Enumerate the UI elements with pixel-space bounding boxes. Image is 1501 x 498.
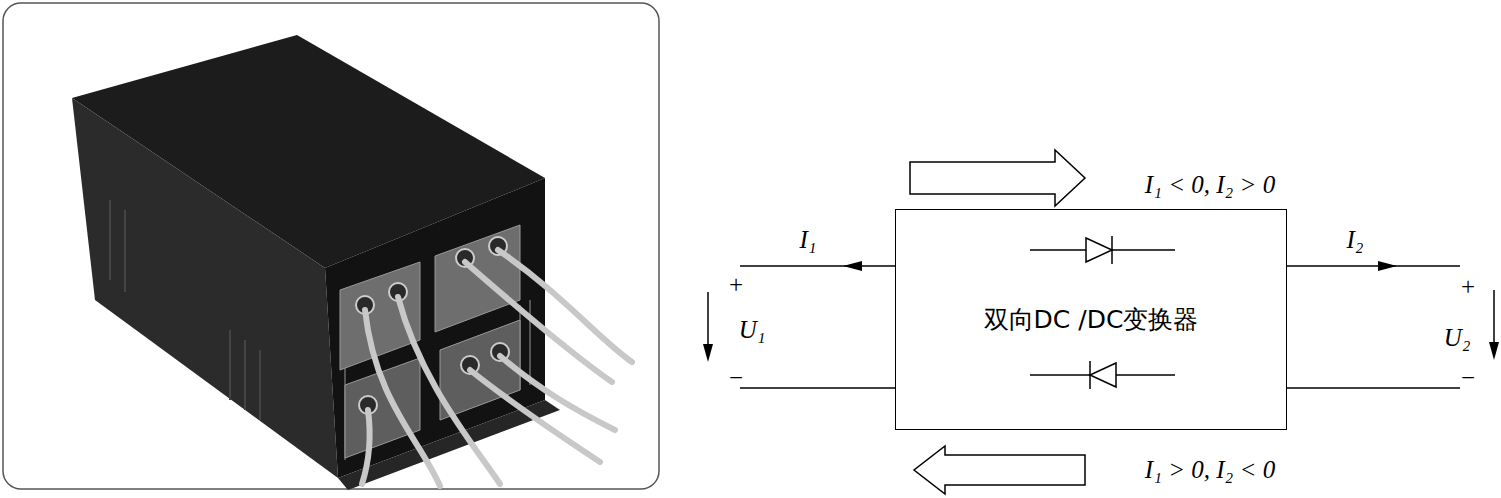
photo-frame [3,3,659,489]
signal-label: − [1461,364,1475,392]
voltage-arrow [703,290,1499,362]
signal-label: I₁ [799,226,816,254]
power-flow-arrow [914,446,1085,494]
current-arrow [843,261,862,271]
terminal-wire [740,266,1460,388]
power-flow-arrow [910,150,1085,206]
signal-label: + [729,271,743,299]
signal-label: − [729,364,743,392]
diode-symbol [1030,361,1175,389]
diode-symbol [1030,236,1175,264]
signal-label: U₂ [1444,324,1471,352]
signal-label: U₁ [739,316,766,344]
signal-label: + [1461,273,1475,301]
box-title: 双向DC /DC变换器 [984,303,1199,336]
converter-box: 双向DC /DC变换器 [895,209,1287,430]
converter-photo [72,35,632,490]
current-arrow [1378,261,1397,271]
signal-label: I₁ < 0, I₂ > 0 [1145,171,1275,199]
signal-label: I₁ > 0, I₂ < 0 [1145,456,1275,484]
signal-label: I₂ [1346,226,1363,254]
